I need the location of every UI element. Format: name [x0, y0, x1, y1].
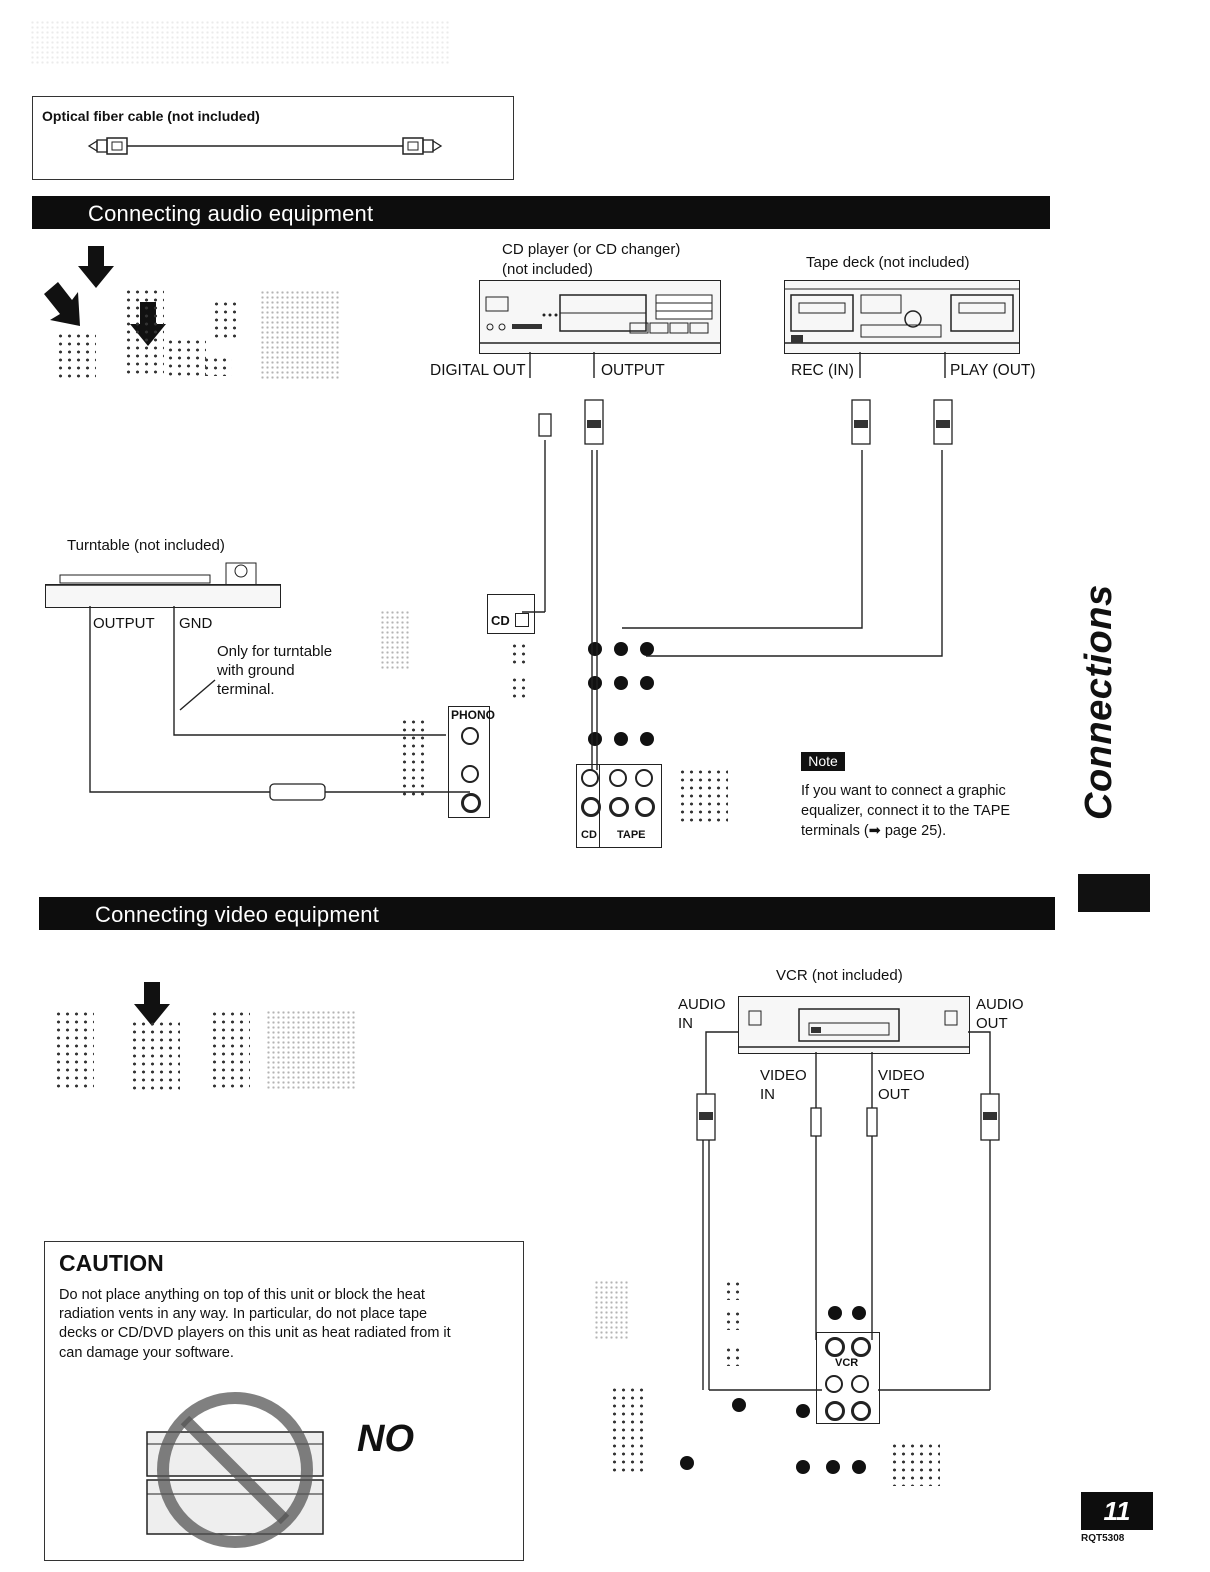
audio-section-banner: Connecting audio equipment — [32, 196, 1050, 229]
caution-line-1: Do not place anything on top of this uni… — [59, 1287, 425, 1303]
output-label: OUTPUT — [601, 362, 665, 379]
note-line-2: equalizer, connect it to the TAPE — [801, 803, 1011, 819]
turntable-device — [45, 562, 281, 608]
rec-in-label: REC (IN) — [791, 362, 854, 379]
note-line-3: terminals (➡ page 25). — [801, 823, 947, 839]
scan-noise-top — [30, 20, 450, 65]
vcr-device — [738, 996, 970, 1054]
panel-vcr-label: VCR — [835, 1357, 859, 1369]
optical-cable-icon — [87, 137, 443, 155]
caution-title: CAUTION — [59, 1250, 164, 1276]
video-in-label-1: VIDEO — [760, 1067, 807, 1084]
audio-in-label-1: AUDIO — [678, 996, 726, 1013]
audio-out-label-2: OUT — [976, 1015, 1008, 1032]
audio-rear-panel: CD PHONO CD TAPE — [370, 590, 750, 850]
tape-deck-device — [784, 280, 1020, 354]
tape-deck-label: Tape deck (not included) — [806, 254, 970, 271]
sidebar-tab-block — [1078, 874, 1150, 912]
video-section-banner: Connecting video equipment — [39, 897, 1055, 930]
video-out-label-1: VIDEO — [878, 1067, 925, 1084]
play-out-label: PLAY (OUT) — [950, 362, 1036, 379]
audio-out-label-1: AUDIO — [976, 996, 1024, 1013]
optical-cable-label: Optical fiber cable (not included) — [42, 108, 260, 124]
cd-player-label-2: (not included) — [502, 261, 593, 278]
page-number: 11 — [1081, 1492, 1153, 1530]
gnd-note-2: with ground — [217, 662, 295, 679]
doc-code: RQT5308 — [1081, 1533, 1125, 1544]
caution-line-2: radiation vents in any way. In particula… — [59, 1306, 428, 1322]
caution-line-3: decks or CD/DVD players on this unit as … — [59, 1325, 451, 1341]
audio-in-label-2: IN — [678, 1015, 693, 1032]
cd-player-label-1: CD player (or CD changer) — [502, 241, 681, 258]
turntable-label: Turntable (not included) — [67, 537, 225, 554]
cd-optical-box: CD — [487, 594, 535, 634]
note-badge: Note — [801, 752, 845, 771]
gnd-note-3: terminal. — [217, 681, 275, 698]
phono-box: PHONO — [448, 706, 495, 818]
vcr-jack-box: VCR — [816, 1332, 880, 1424]
caution-box: CAUTION Do not place anything on top of … — [44, 1241, 524, 1561]
panel-cd-label: CD — [581, 829, 597, 841]
optical-cable-box: Optical fiber cable (not included) — [32, 96, 514, 180]
cd-player-device — [479, 280, 721, 354]
video-out-label-2: OUT — [878, 1086, 910, 1103]
turntable-gnd-label: GND — [179, 615, 213, 632]
panel-tape-label: TAPE — [617, 829, 646, 841]
note-line-1: If you want to connect a graphic — [801, 783, 1006, 799]
video-rear-panel: VCR — [590, 1270, 950, 1500]
digital-out-label: DIGITAL OUT — [430, 362, 526, 379]
video-section-title: Connecting video equipment — [95, 902, 380, 927]
video-panel-thumbnail — [50, 980, 410, 1100]
gnd-note-1: Only for turntable — [217, 643, 333, 660]
video-in-label-2: IN — [760, 1086, 775, 1103]
cd-optical-label: CD — [491, 613, 510, 628]
cd-tape-jack-box: CD TAPE — [576, 764, 662, 848]
caution-line-4: can damage your software. — [59, 1345, 234, 1361]
no-stacking-illustration — [146, 1392, 324, 1548]
audio-cable-lines — [89, 352, 953, 801]
no-label: NO — [357, 1418, 414, 1460]
audio-section-title: Connecting audio equipment — [88, 201, 374, 226]
phono-label: PHONO — [451, 708, 496, 722]
vcr-label: VCR (not included) — [776, 967, 903, 984]
audio-panel-thumbnail — [36, 240, 396, 390]
turntable-output-label: OUTPUT — [93, 615, 155, 632]
